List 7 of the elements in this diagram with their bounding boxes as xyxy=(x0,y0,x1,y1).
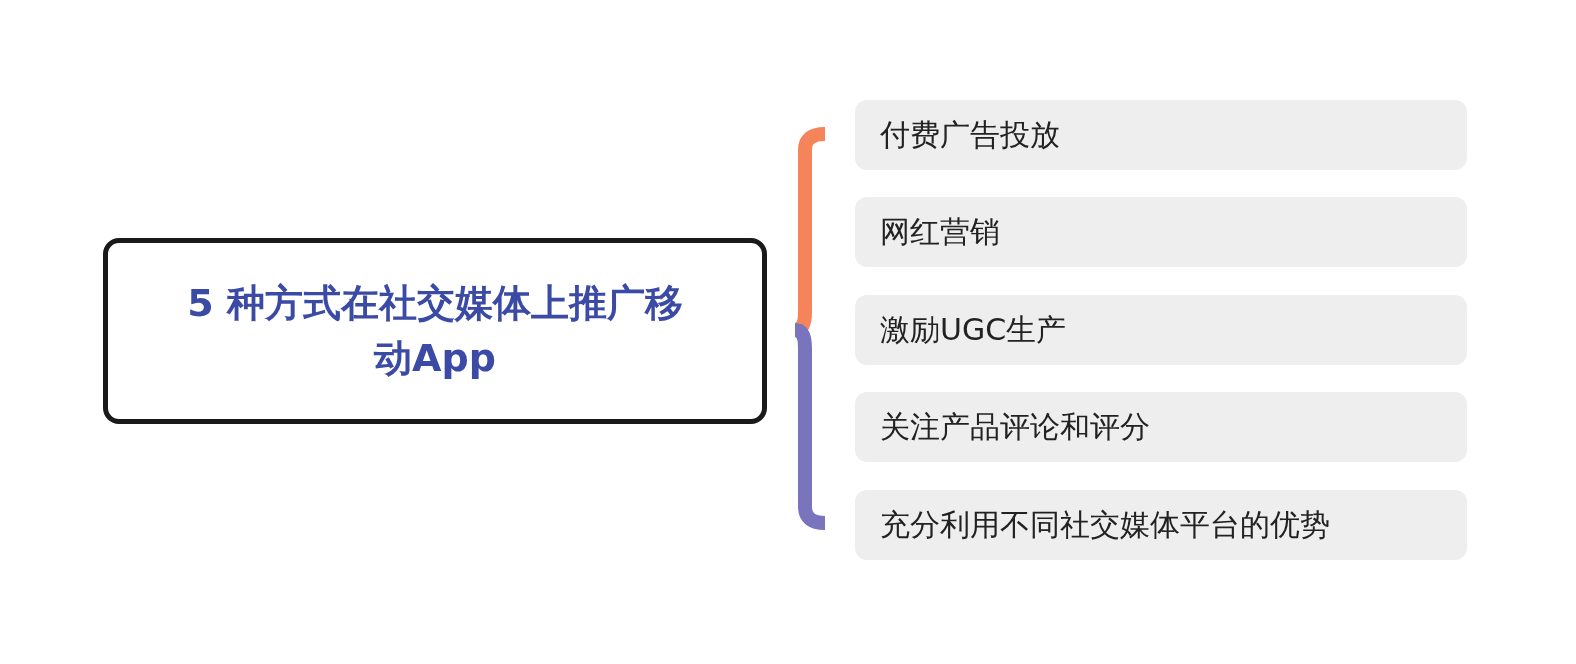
item-text: 充分利用不同社交媒体平台的优势 xyxy=(880,505,1330,544)
item-text: 网红营销 xyxy=(880,212,1000,251)
item-text: 激励UGC生产 xyxy=(880,310,1067,349)
item-text: 关注产品评论和评分 xyxy=(880,407,1150,446)
title-box xyxy=(103,238,767,424)
title-text: 5 种方式在社交媒体上推广移动App xyxy=(186,279,684,382)
item-text: 付费广告投放 xyxy=(880,115,1060,154)
